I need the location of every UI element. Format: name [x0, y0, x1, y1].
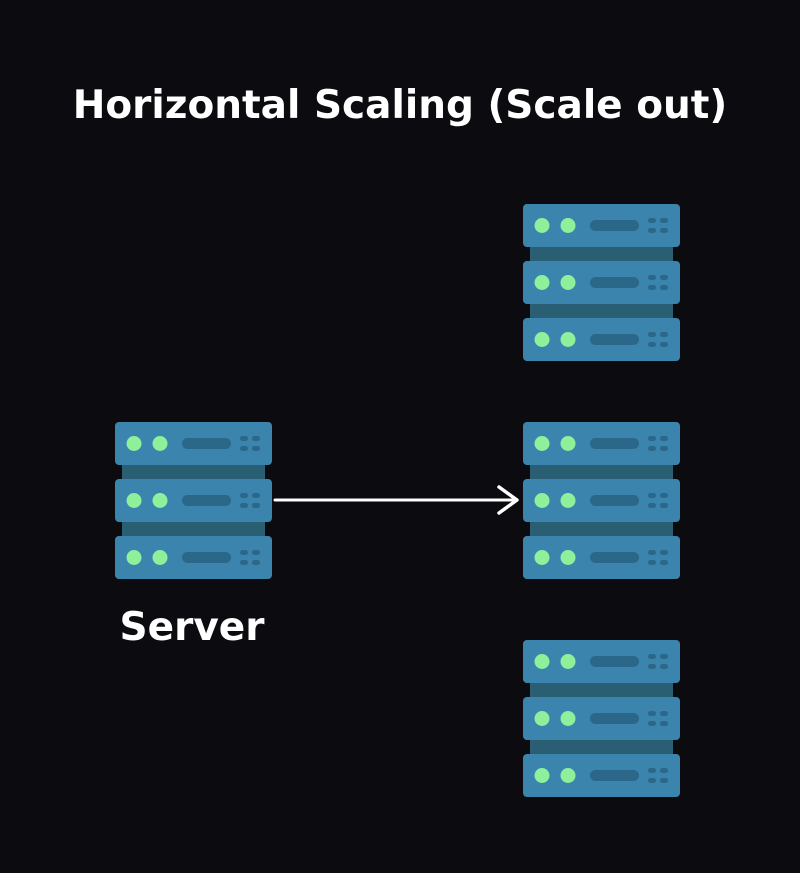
arrow-right-icon: [273, 485, 519, 515]
scaled-server-rack-icon-bottom: [523, 640, 680, 797]
diagram-title: Horizontal Scaling (Scale out): [72, 83, 728, 128]
scaled-server-rack-icon-top: [523, 204, 680, 361]
scaled-server-rack-icon-middle: [523, 422, 680, 579]
server-label: Server: [119, 605, 265, 650]
source-server-rack-icon: [115, 422, 272, 579]
